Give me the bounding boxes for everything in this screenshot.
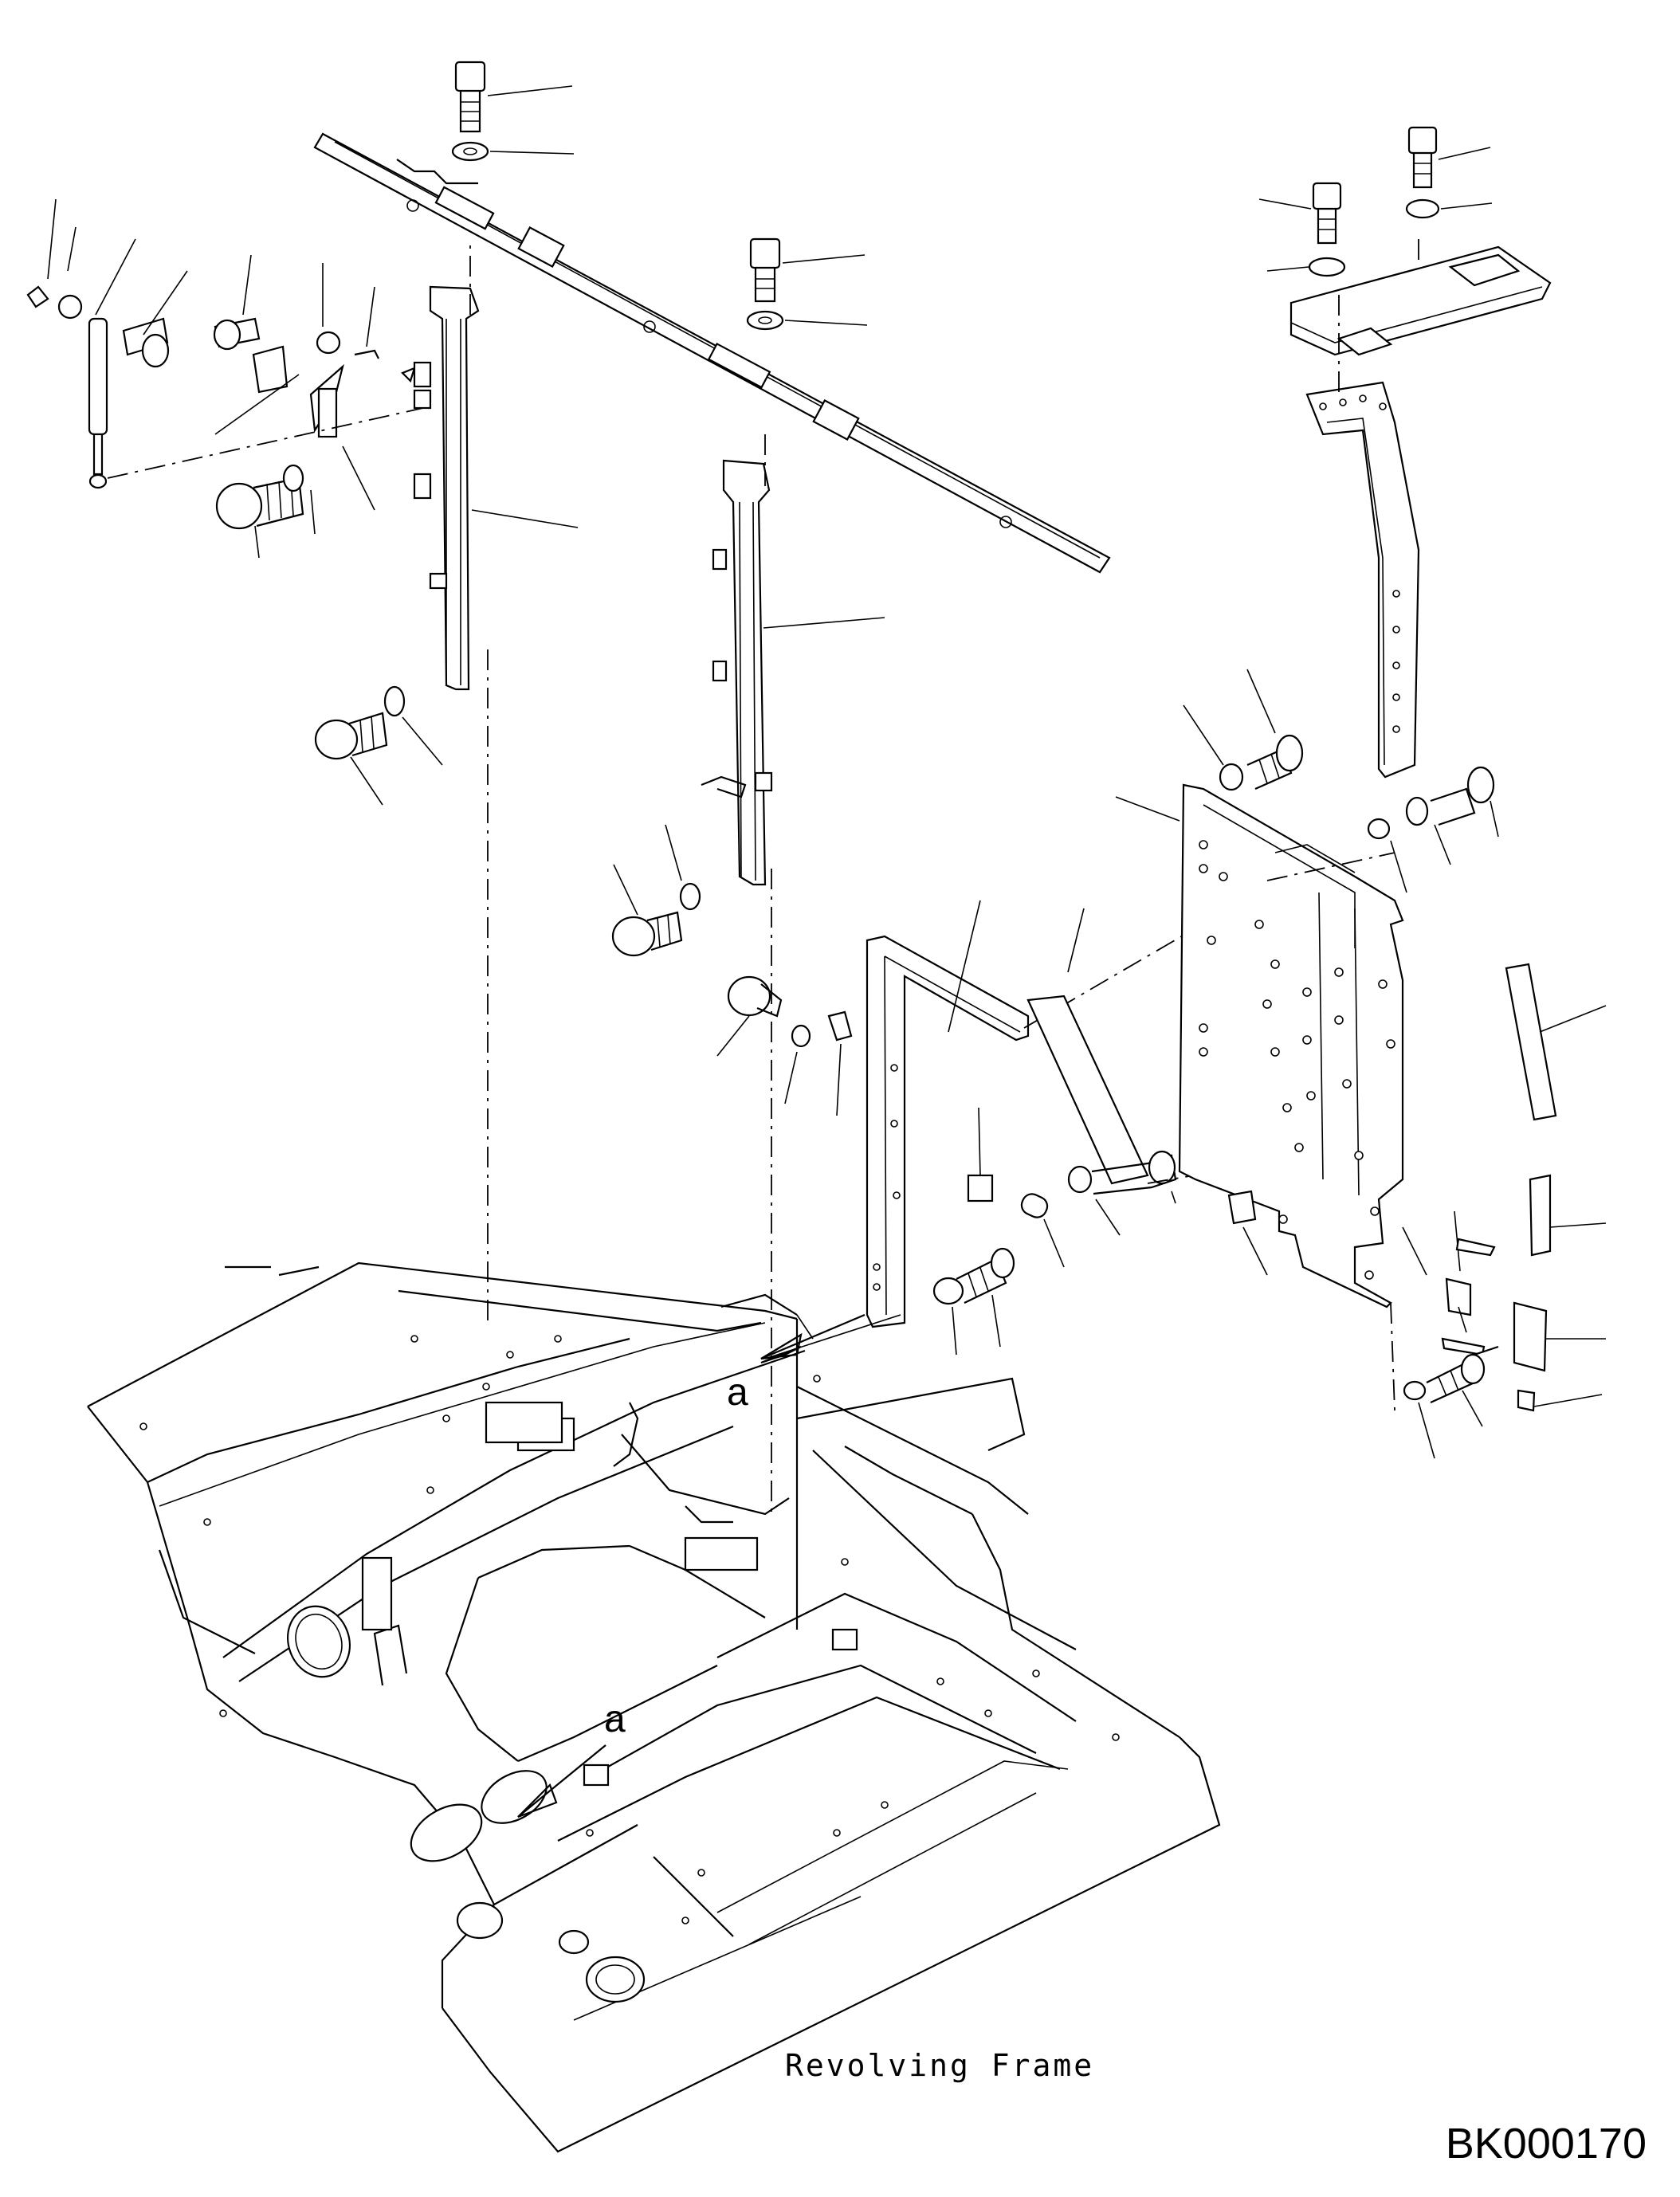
center-small-parts	[967, 908, 1356, 1268]
left-vertical-bracket	[413, 239, 579, 1323]
view-arrow-upper	[760, 1313, 866, 1360]
center-bolt-set	[611, 824, 701, 957]
drawing-code-label: BK000170	[1445, 2120, 1647, 2168]
right-lower-bolt	[1403, 1353, 1486, 1459]
gas-spring-assembly	[26, 198, 431, 511]
right-upper-post	[1289, 239, 1552, 779]
view-marker-a-lower: a	[604, 1698, 626, 1740]
center-lower-bolt	[760, 1247, 1015, 1364]
revolving-frame	[87, 1261, 1221, 2153]
right-side-pads	[1227, 963, 1607, 1412]
right-top-bolt-1	[1258, 182, 1346, 277]
right-top-bolt-2	[1405, 126, 1493, 219]
left-bolt-set-upper	[215, 464, 316, 559]
view-marker-a-upper: a	[727, 1371, 748, 1414]
right-post-bolt-set	[1183, 669, 1304, 791]
top-cross-beam	[313, 132, 1111, 574]
left-bolt-set-lower	[314, 685, 443, 806]
right-post-bolt-set-2	[1367, 766, 1499, 893]
center-vertical-bracket	[701, 434, 885, 1514]
center-bolt-set-2	[716, 975, 853, 1116]
beam-bolt-right	[746, 237, 868, 331]
right-mounting-plate	[1115, 783, 1404, 1308]
view-arrow-lower	[517, 1744, 606, 1818]
beam-bolt-left	[451, 61, 575, 162]
revolving-frame-caption: Revolving Frame	[785, 2048, 1095, 2083]
